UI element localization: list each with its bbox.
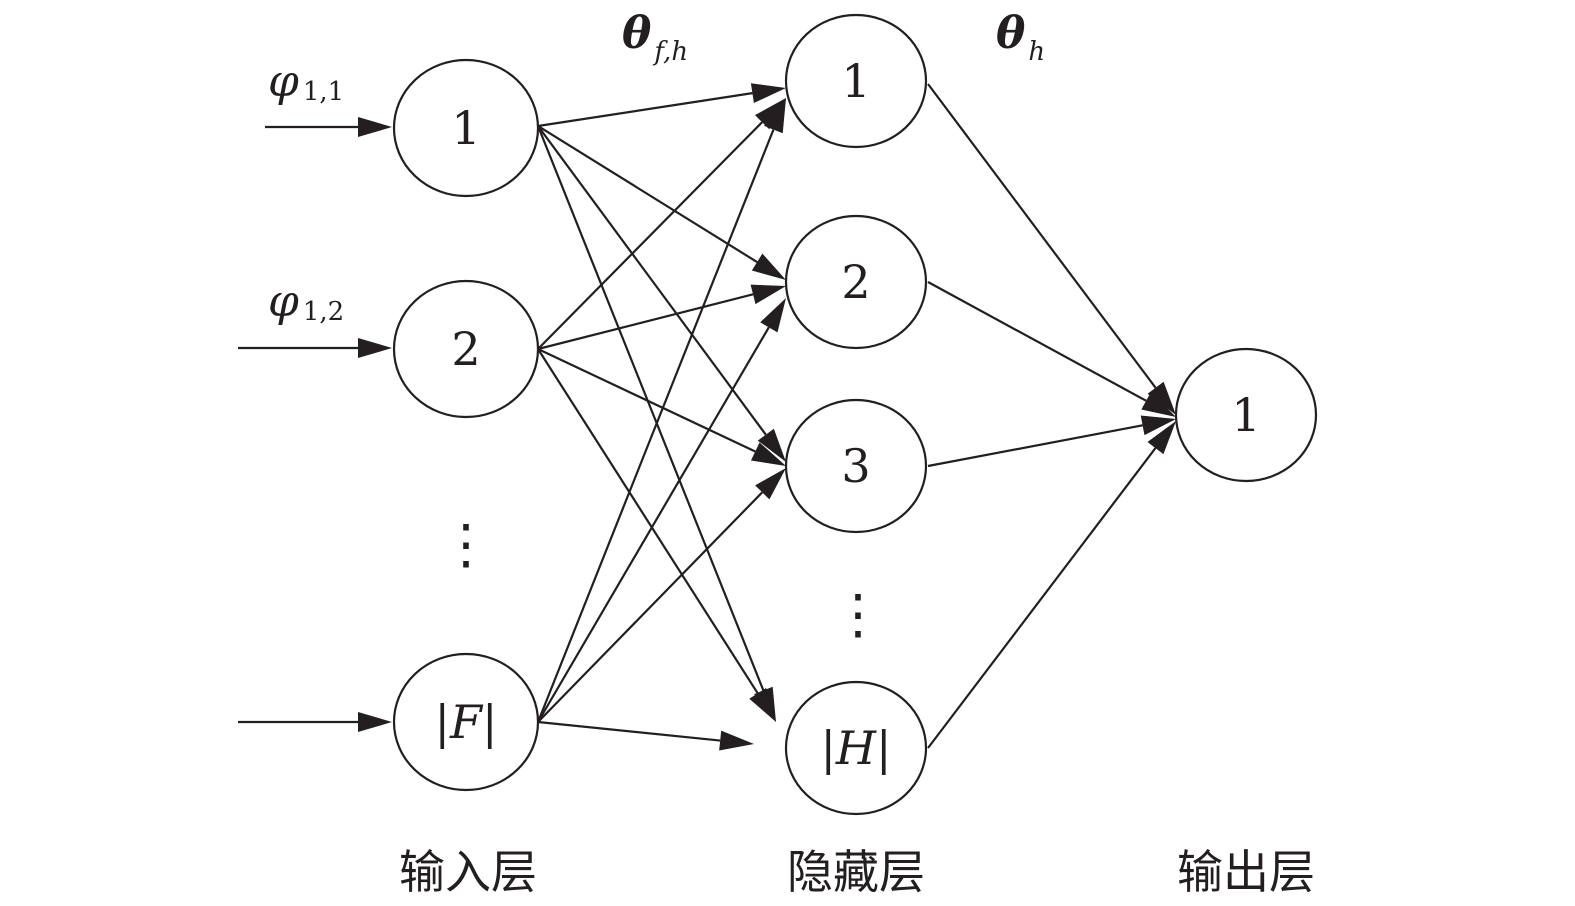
input-symbol-1-sub: 1,1 xyxy=(303,77,344,107)
edge-h2-out xyxy=(927,281,1147,402)
weight-ih-sub: f,h xyxy=(652,37,688,67)
input-ellipsis: ⋮ xyxy=(439,513,493,576)
hidden-node-1-label: 1 xyxy=(841,54,870,108)
output-layer-nodes: 1 xyxy=(1174,347,1318,483)
edge-in2-h2-head xyxy=(750,284,786,305)
edge-in2-h4-head xyxy=(749,687,776,722)
input-node-F: |F| xyxy=(392,652,540,792)
input-node-2-label: 2 xyxy=(451,322,480,376)
edge-in2-h3 xyxy=(537,348,756,453)
hidden-node-2: 2 xyxy=(784,214,928,350)
svg-text:θf,h: θf,h xyxy=(622,8,688,67)
edge-in2-h1 xyxy=(537,121,763,350)
edge-in2-h1-head xyxy=(754,98,786,130)
input-symbol-1-main: φ xyxy=(268,56,299,107)
edge-inF-h1 xyxy=(536,129,775,723)
hidden-ellipsis: ⋮ xyxy=(831,583,885,646)
input-arrow-F-head xyxy=(358,712,392,732)
input-node-1-label: 1 xyxy=(451,101,480,155)
edge-in2-h4 xyxy=(537,348,759,694)
hidden-node-3-label: 3 xyxy=(841,439,870,493)
input-symbol-2-sub: 1,2 xyxy=(303,297,344,327)
edge-inF-h3 xyxy=(537,491,764,723)
edges-group xyxy=(536,83,1176,751)
edge-in1-h2 xyxy=(537,125,758,263)
hidden-node-1: 1 xyxy=(784,13,928,149)
edge-h4-out xyxy=(927,447,1157,749)
weight-ih-main: θ xyxy=(622,8,652,59)
edge-h3-out xyxy=(927,424,1143,468)
edge-in1-h2-head xyxy=(751,253,786,280)
input-arrows-group xyxy=(238,117,392,732)
input-arrow-2-head xyxy=(358,338,392,358)
hidden-node-2-label: 2 xyxy=(841,255,870,309)
edge-in1-h3 xyxy=(537,125,767,436)
edge-h1-out-head xyxy=(1147,381,1176,415)
input-arrow-1-head xyxy=(358,117,392,137)
edge-in1-h4 xyxy=(536,125,765,691)
input-node-F-label: |F| xyxy=(435,695,498,749)
hidden-node-H-label: |H| xyxy=(820,721,891,775)
edge-inF-h3-head xyxy=(755,468,786,500)
edge-h4-out-head xyxy=(1147,421,1176,455)
input-layer-label: 输入层 xyxy=(399,845,537,899)
edge-inF-h2-head xyxy=(760,298,786,333)
output-node-1-label: 1 xyxy=(1231,388,1260,442)
svg-text:φ1,1: φ1,1 xyxy=(268,56,344,107)
edge-inF-h4-head xyxy=(719,730,754,751)
edge-h2-out-head xyxy=(1141,391,1176,417)
input-layer-nodes: 1 2 ⋮ |F| xyxy=(392,58,540,792)
output-node-1: 1 xyxy=(1174,347,1318,483)
edge-inF-h2 xyxy=(537,326,770,723)
edge-inF-h1-head xyxy=(764,98,786,134)
input-node-1: 1 xyxy=(392,58,540,198)
hidden-node-3: 3 xyxy=(784,398,928,534)
edge-in1-h1 xyxy=(537,92,753,128)
edge-inF-h4 xyxy=(537,720,721,742)
hidden-layer-label: 隐藏层 xyxy=(787,845,925,899)
edge-in1-h3-head xyxy=(757,428,786,462)
svg-text:φ1,2: φ1,2 xyxy=(268,276,344,327)
edge-h3-out-head xyxy=(1140,415,1176,436)
edge-in1-h1-head xyxy=(750,83,786,104)
hidden-layer-nodes: 1 2 3 ⋮ |H| xyxy=(784,13,928,816)
svg-text:θh: θh xyxy=(996,8,1045,67)
edge-h1-out xyxy=(927,83,1157,389)
edge-in2-h3-head xyxy=(750,442,786,466)
weight-ho-sub: h xyxy=(1028,37,1045,67)
input-node-2: 2 xyxy=(392,279,540,419)
input-symbol-2-main: φ xyxy=(268,276,299,327)
output-layer-label: 输出层 xyxy=(1177,845,1315,899)
weight-ho-main: θ xyxy=(996,8,1026,59)
hidden-node-H: |H| xyxy=(784,680,928,816)
edge-in2-h2 xyxy=(537,293,754,351)
